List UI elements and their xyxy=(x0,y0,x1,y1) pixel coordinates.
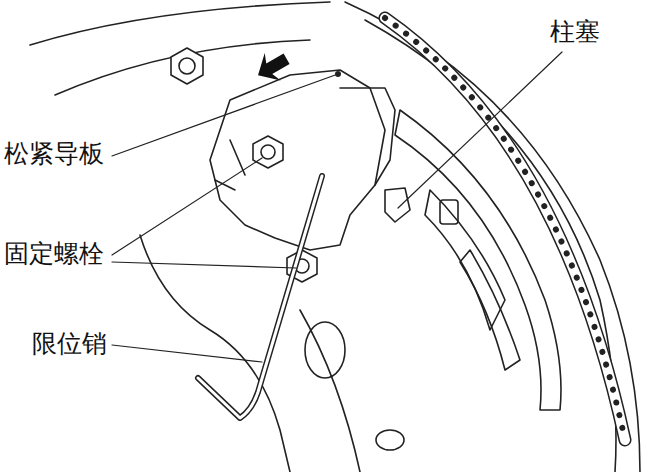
tensioner-edge xyxy=(215,140,245,190)
chain-guide xyxy=(395,110,561,410)
stopper-pin xyxy=(198,176,322,418)
fixing-bolt xyxy=(253,136,283,168)
housing-hole xyxy=(376,430,404,450)
guide-slot xyxy=(460,250,520,370)
bolt xyxy=(171,48,203,84)
housing-hole xyxy=(305,322,345,378)
leader-line xyxy=(398,52,562,208)
stopper-pin xyxy=(198,176,322,418)
leader-dot xyxy=(335,71,341,77)
guide-slot xyxy=(440,200,458,224)
fixing-bolt-label: 固定螺栓 xyxy=(2,240,106,268)
fixing-bolt xyxy=(261,145,275,159)
chain-rollers xyxy=(385,18,625,440)
leader-line xyxy=(112,158,262,255)
stopper-pin-label: 限位销 xyxy=(30,330,109,358)
plunger xyxy=(385,188,410,222)
timing-chain xyxy=(385,18,625,440)
plunger-label: 柱塞 xyxy=(548,18,602,46)
leader-line xyxy=(112,345,262,362)
housing-edge xyxy=(30,2,330,45)
timing-chain xyxy=(385,18,625,440)
cover-edge xyxy=(345,2,640,472)
guide-slot xyxy=(425,190,505,330)
tension-guide-label: 松紧导板 xyxy=(2,140,106,168)
leader-line xyxy=(112,74,338,156)
housing-edge xyxy=(300,310,360,472)
direction-arrow xyxy=(250,45,295,89)
bolt xyxy=(179,58,195,74)
tensioner-body xyxy=(210,70,385,250)
cover-edge xyxy=(365,20,616,472)
tensioner-body xyxy=(340,88,395,185)
leader-line xyxy=(112,262,296,268)
